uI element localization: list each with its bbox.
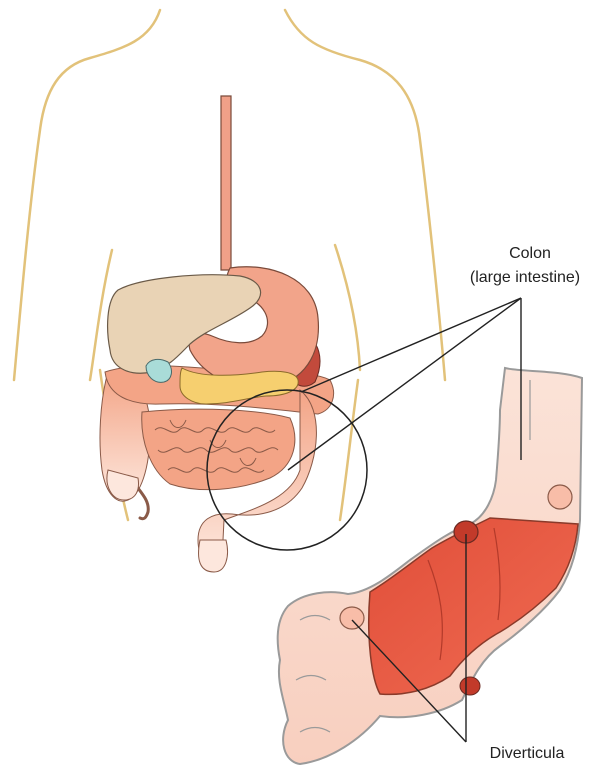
colon-leader-circle-top — [301, 298, 521, 392]
diverticulum — [340, 607, 364, 629]
waist-right — [340, 380, 358, 520]
diverticula-label: Diverticula — [462, 744, 592, 764]
diverticulum — [548, 485, 572, 509]
rectum — [199, 540, 228, 572]
arm-inner-right — [335, 245, 360, 370]
esophagus — [221, 96, 231, 270]
colon-detail — [278, 368, 582, 764]
colon-label-line-1: Colon — [480, 244, 580, 264]
diverticulum — [460, 677, 480, 695]
colon-label-line-2: (large intestine) — [455, 268, 595, 288]
